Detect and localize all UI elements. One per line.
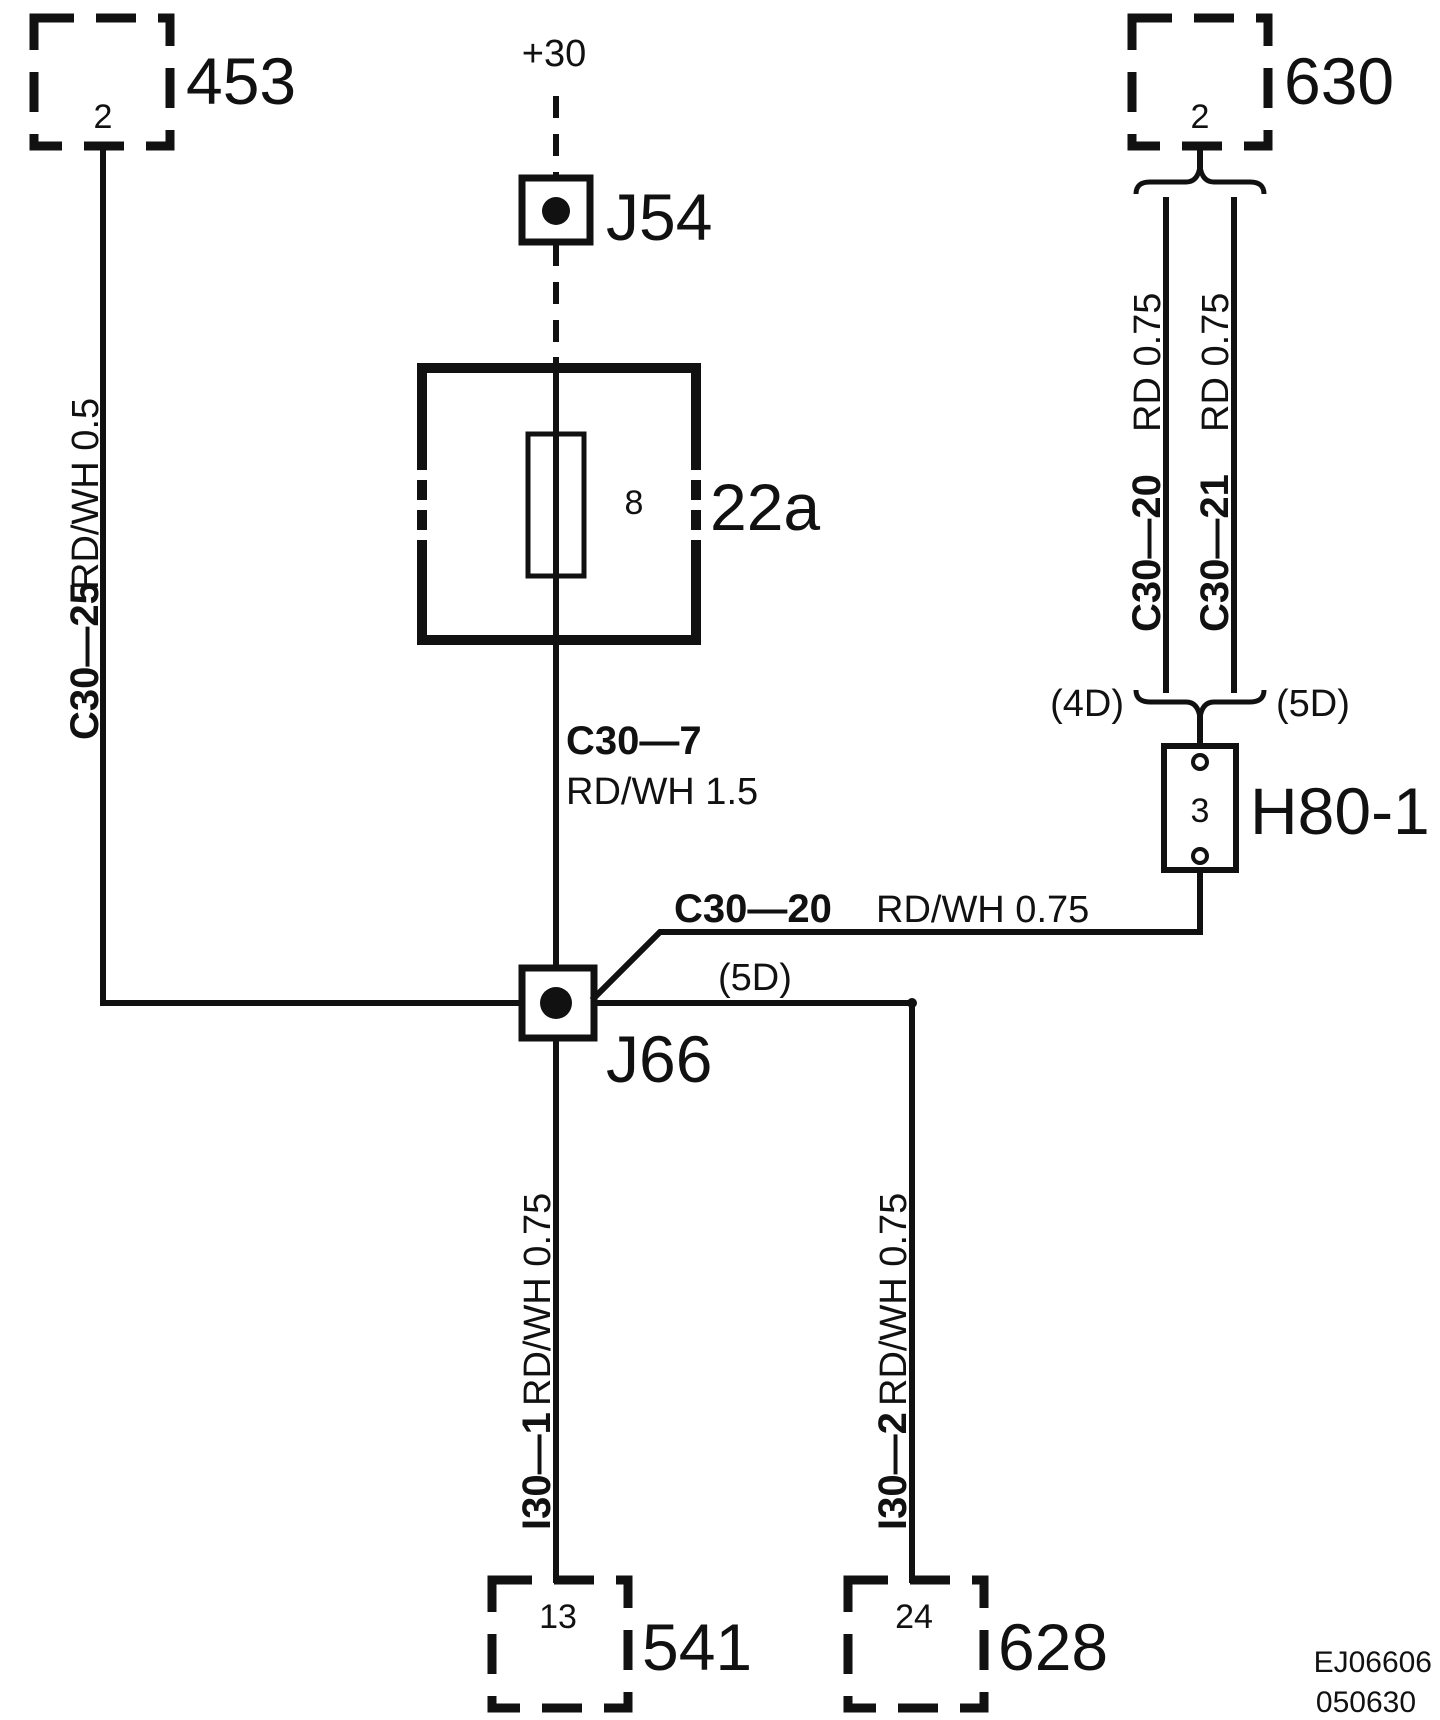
wire-c30-20-h-spec: RD/WH 0.75 (876, 889, 1089, 931)
wire-i30-1-spec: RD/WH 0.75 (517, 1193, 559, 1406)
connector-630: 2 630 (1127, 13, 1394, 151)
connector-541-outline (487, 1575, 633, 1713)
connector-630-label: 630 (1284, 44, 1394, 118)
wire-c30-20-horizontal (589, 863, 1203, 1003)
connector-541-label: 541 (642, 1610, 752, 1684)
junction-j54-dot (542, 197, 570, 225)
connector-453-label: 453 (186, 44, 296, 118)
connector-453: 2 453 (29, 13, 296, 151)
connector-h80-1-pin-bottom (1191, 847, 1209, 865)
connector-541: 13 541 (487, 1575, 752, 1713)
fuse-number: 8 (625, 484, 644, 522)
splice-brace-top (1133, 165, 1267, 195)
wire-i30-1-label-group: I30—1 RD/WH 0.75 (515, 1193, 559, 1530)
wire-c30-20-v-code: C30—20 (1125, 474, 1169, 632)
supply-label: +30 (522, 33, 586, 75)
connector-628-outline (843, 1575, 989, 1713)
wire-c30-20-v-label-group: C30—20 RD 0.75 (1125, 293, 1169, 632)
connector-h80-1: 3 H80-1 (1161, 743, 1430, 873)
reference-code: EJ06606 (1314, 1646, 1432, 1679)
junction-j66-label: J66 (606, 1022, 712, 1096)
branch-5d-node (907, 998, 917, 1008)
connector-630-pin: 2 (1191, 98, 1210, 136)
wire-i30-2-spec: RD/WH 0.75 (873, 1193, 915, 1406)
reference-date: 050630 (1316, 1686, 1416, 1719)
wire-c30-21-v-label-group: C30—21 RD 0.75 (1193, 293, 1237, 632)
wire-i30-2-code: I30—2 (871, 1412, 915, 1530)
wire-c30-25-code: C30—25 (63, 582, 107, 740)
connector-h80-1-pin-top (1191, 753, 1209, 771)
wire-c30-21-v-spec: RD 0.75 (1195, 293, 1237, 432)
wire-c30-25-label-group: C30—25 RD/WH 0.5 (63, 398, 107, 740)
wire-c30-25 (100, 143, 559, 1006)
branch-5d-label: (5D) (718, 957, 792, 999)
splice-label-5d: (5D) (1276, 683, 1350, 725)
wire-c30-20-v-spec: RD 0.75 (1127, 293, 1169, 432)
wire-c30-21-v-code: C30—21 (1193, 474, 1237, 632)
junction-j54: J54 (518, 174, 712, 254)
connector-453-pin: 2 (94, 98, 113, 136)
junction-j66: J66 (518, 964, 712, 1096)
connector-628: 24 628 (843, 1575, 1108, 1713)
wire-c30-7-spec: RD/WH 1.5 (566, 771, 758, 813)
wire-c30-7-code: C30—7 (566, 719, 702, 763)
splice-label-4d: (4D) (1050, 683, 1124, 725)
wire-i30-1-code: I30—1 (515, 1412, 559, 1530)
fuse-box-label: 22a (710, 470, 820, 544)
connector-628-pin: 24 (895, 1598, 933, 1636)
wire-i30-2-label-group: I30—2 RD/WH 0.75 (871, 1193, 915, 1530)
junction-j66-dot (540, 987, 572, 1019)
wire-c30-20-h-code: C30—20 (674, 887, 832, 931)
fuse-box-22a: 8 22a (417, 357, 820, 973)
connector-628-label: 628 (998, 1610, 1108, 1684)
connector-h80-1-pin: 3 (1191, 792, 1210, 830)
splice-brace-bottom (1133, 689, 1267, 719)
junction-j54-label: J54 (606, 180, 712, 254)
connector-h80-1-label: H80-1 (1250, 774, 1430, 848)
wire-c30-25-spec: RD/WH 0.5 (65, 398, 107, 590)
junction-j54-box (518, 174, 594, 246)
connector-541-pin: 13 (539, 1598, 577, 1636)
